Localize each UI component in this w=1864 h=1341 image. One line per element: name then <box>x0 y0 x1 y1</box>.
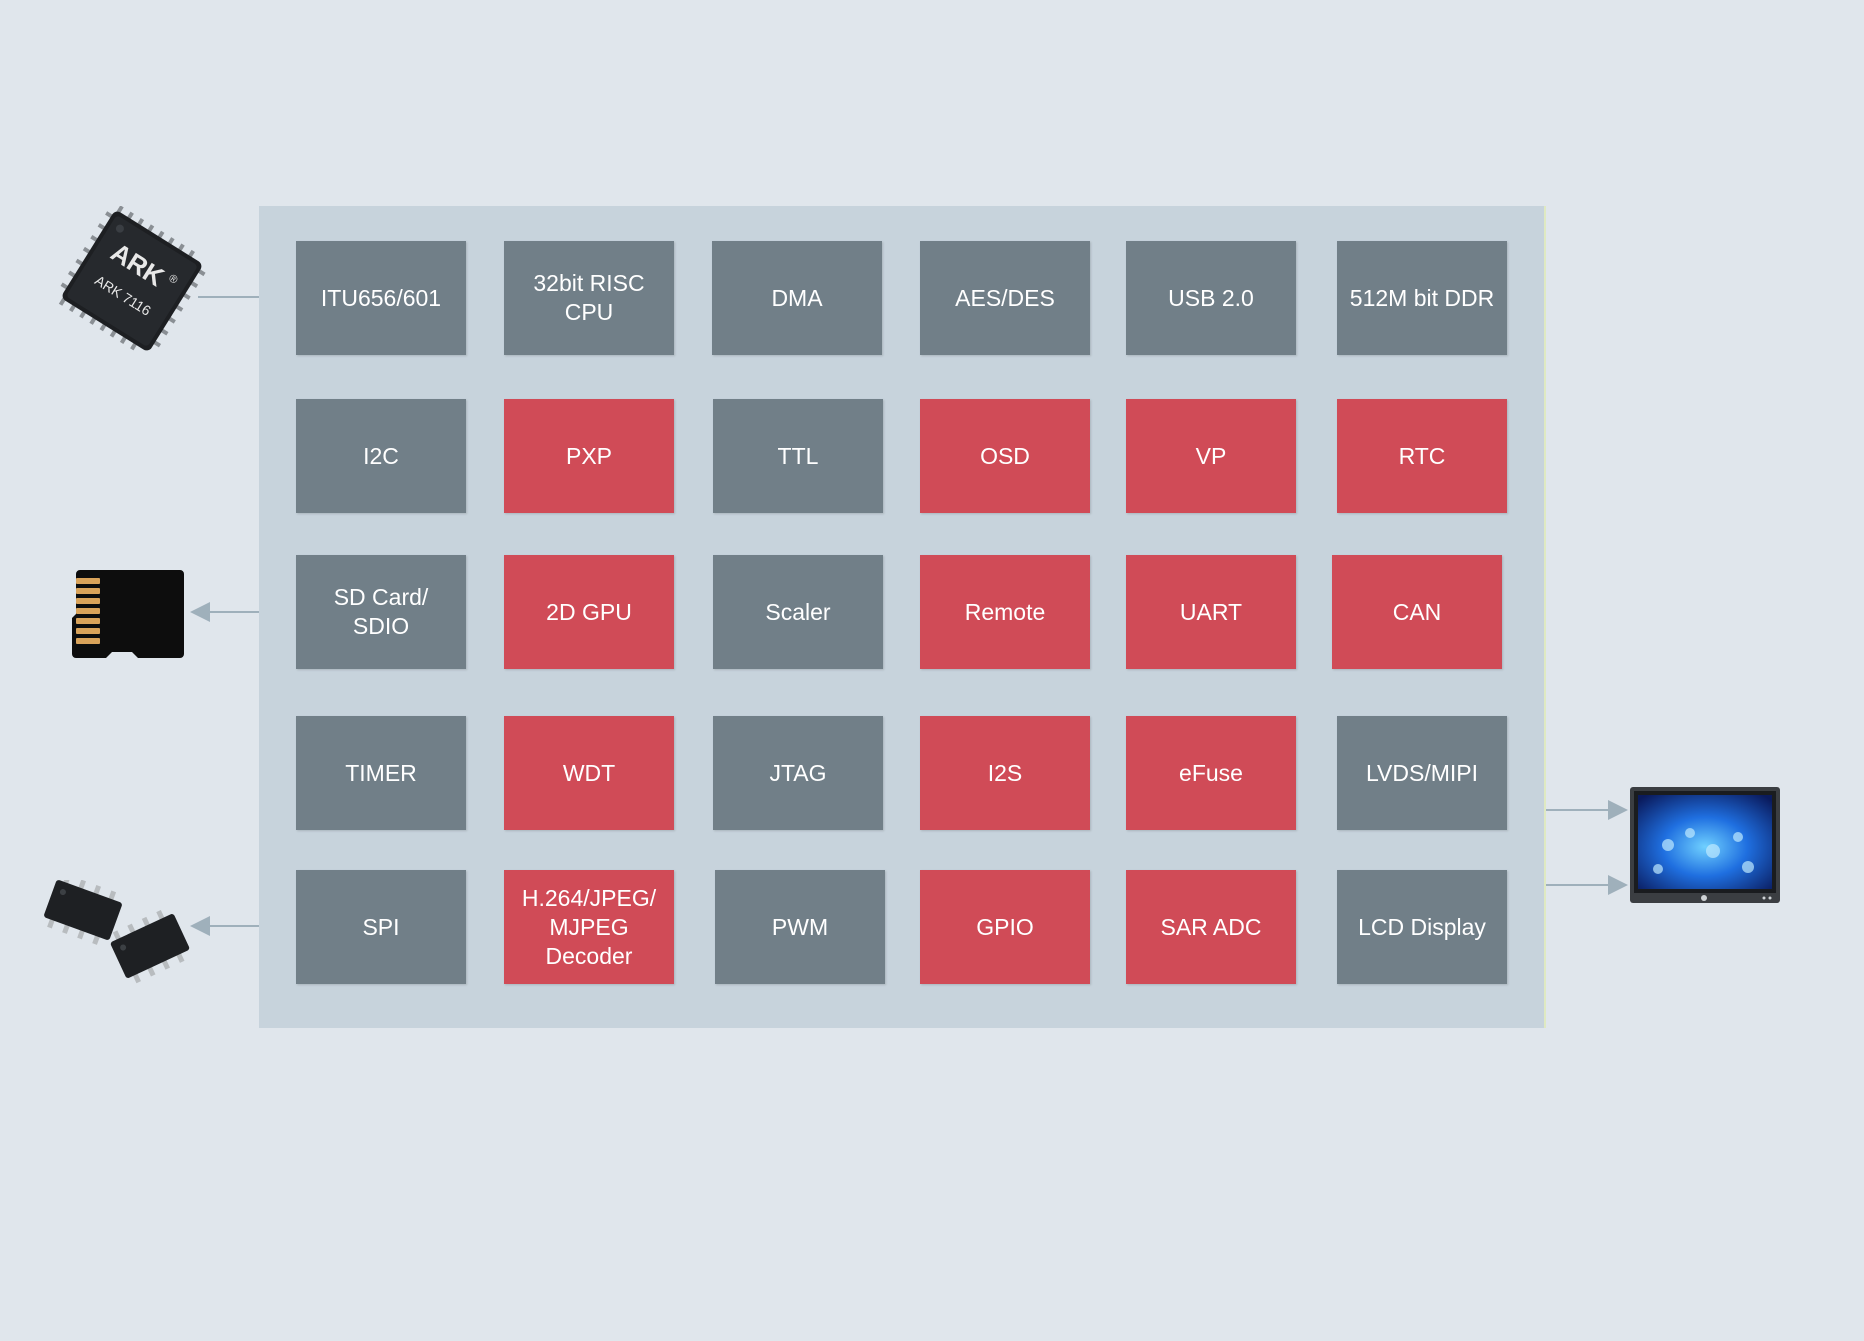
soc-block-diagram-panel <box>259 206 1546 1028</box>
block-pxp: PXP <box>504 399 674 513</box>
block-vp: VP <box>1126 399 1296 513</box>
block-512m-bit-ddr: 512M bit DDR <box>1337 241 1507 355</box>
block-efuse: eFuse <box>1126 716 1296 830</box>
block-lcd-display: LCD Display <box>1337 870 1507 984</box>
block-spi: SPI <box>296 870 466 984</box>
block-aes-des: AES/DES <box>920 241 1090 355</box>
block-2d-gpu: 2D GPU <box>504 555 674 669</box>
block-i2s: I2S <box>920 716 1090 830</box>
block-wdt: WDT <box>504 716 674 830</box>
block-pwm: PWM <box>715 870 885 984</box>
block-i2c: I2C <box>296 399 466 513</box>
spi-flash-icon <box>44 880 190 984</box>
block-timer: TIMER <box>296 716 466 830</box>
block-dma: DMA <box>712 241 882 355</box>
block-itu656-601: ITU656/601 <box>296 241 466 355</box>
block-scaler: Scaler <box>713 555 883 669</box>
block-uart: UART <box>1126 555 1296 669</box>
block-h264-jpeg-mjpeg-decoder: H.264/JPEG/ MJPEG Decoder <box>504 870 674 984</box>
block-osd: OSD <box>920 399 1090 513</box>
ark-chip-icon: ARK ® ARK 7116 <box>58 206 206 351</box>
block-lvds-mipi: LVDS/MIPI <box>1337 716 1507 830</box>
block-rtc: RTC <box>1337 399 1507 513</box>
block-usb-2-0: USB 2.0 <box>1126 241 1296 355</box>
block-sd-card-sdio: SD Card/ SDIO <box>296 555 466 669</box>
sd-card-icon <box>72 570 184 658</box>
block-gpio: GPIO <box>920 870 1090 984</box>
block-ttl: TTL <box>713 399 883 513</box>
block-can: CAN <box>1332 555 1502 669</box>
block-remote: Remote <box>920 555 1090 669</box>
lcd-monitor-icon <box>1630 787 1780 903</box>
block-jtag: JTAG <box>713 716 883 830</box>
block-sar-adc: SAR ADC <box>1126 870 1296 984</box>
block-32bit-risc-cpu: 32bit RISC CPU <box>504 241 674 355</box>
